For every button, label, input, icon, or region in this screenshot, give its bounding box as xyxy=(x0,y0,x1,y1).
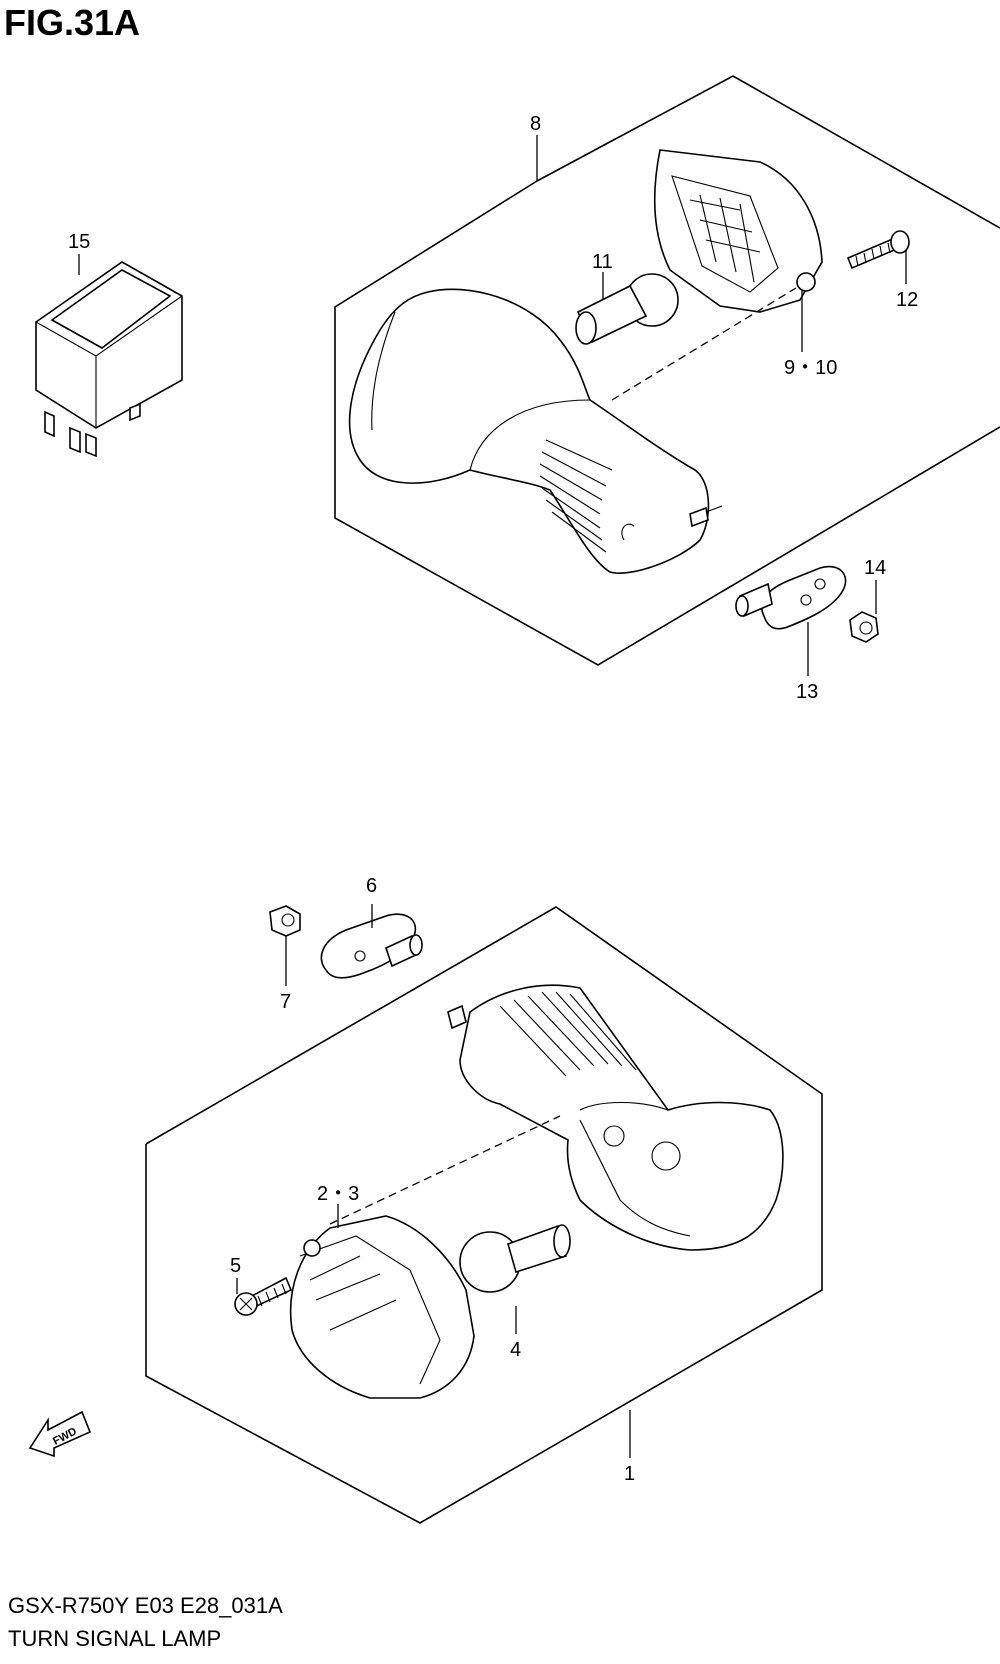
lower-lamp-housing[interactable] xyxy=(447,984,784,1251)
callout-7: 7 xyxy=(280,991,291,1013)
relay-part-15[interactable] xyxy=(35,261,183,458)
callout-5: 5 xyxy=(230,1255,241,1277)
leader-lines xyxy=(78,135,907,1458)
callout-14: 14 xyxy=(864,557,886,579)
lower-assembly-box xyxy=(145,906,823,1524)
bulb-part-4[interactable] xyxy=(459,1224,571,1293)
callout-9-10: 9・10 xyxy=(784,357,837,379)
callout-4: 4 xyxy=(510,1339,521,1361)
forward-direction-badge: FWD xyxy=(28,1410,92,1458)
lower-bellows xyxy=(499,991,637,1077)
bracket-part-6[interactable] xyxy=(320,913,423,979)
callout-15: 15 xyxy=(68,231,90,253)
lower-lens-2-3[interactable] xyxy=(289,1215,475,1399)
figure-title: FIG.31A xyxy=(4,2,141,43)
upper-lamp-housing[interactable] xyxy=(348,288,723,574)
callout-2-3: 2・3 xyxy=(317,1183,359,1205)
callout-11: 11 xyxy=(592,251,613,273)
callout-12: 12 xyxy=(896,289,918,311)
screw-part-12[interactable] xyxy=(846,230,910,270)
bulb-part-11[interactable] xyxy=(575,273,679,345)
upper-bellows xyxy=(539,439,613,553)
callout-6: 6 xyxy=(366,875,377,897)
drawing-code: GSX-R750Y E03 E28_031A xyxy=(8,1593,283,1618)
upper-lens-9-10[interactable] xyxy=(654,149,823,313)
callout-1: 1 xyxy=(624,1463,635,1485)
nut-part-14[interactable] xyxy=(849,611,879,643)
callout-8: 8 xyxy=(530,113,541,135)
bracket-part-13[interactable] xyxy=(735,565,847,630)
nut-part-7[interactable] xyxy=(269,905,301,937)
drawing-name: TURN SIGNAL LAMP xyxy=(8,1626,222,1651)
callouts: 1 2・3 4 5 6 7 8 9・10 11 12 13 14 15 xyxy=(68,113,918,1485)
screw-part-5[interactable] xyxy=(234,1276,293,1316)
upper-assembly-box xyxy=(334,75,1000,666)
callout-13: 13 xyxy=(796,681,818,703)
